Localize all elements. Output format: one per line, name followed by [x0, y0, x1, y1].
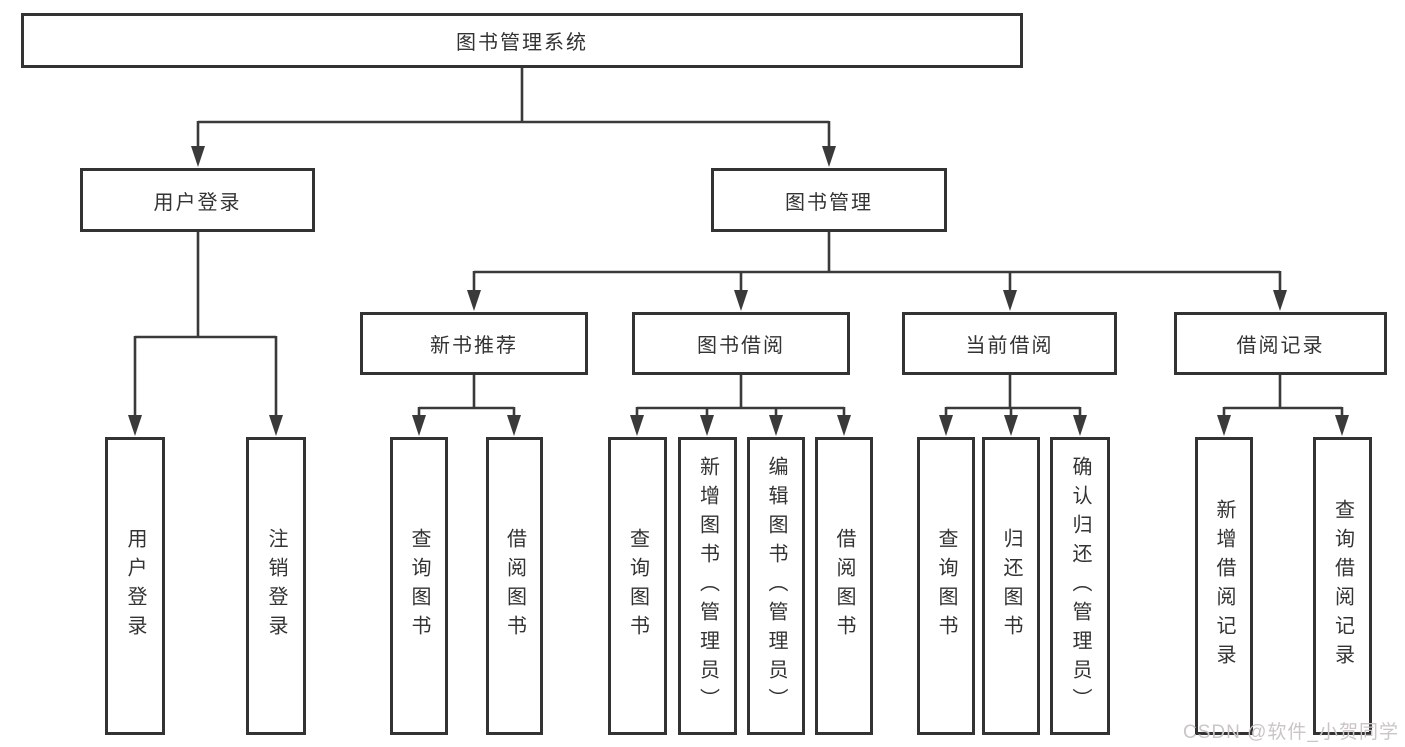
leaf-add-borrow-record-label: 新增借阅记录	[1213, 499, 1235, 673]
leaf-add-book-admin-label: 新增图书（管理员）	[696, 455, 719, 717]
leaf-query-borrow-record: 查询借阅记录	[1313, 437, 1372, 735]
leaf-confirm-return-admin-label: 确认归还（管理员）	[1069, 455, 1091, 717]
leaf-logout-label: 注销登录	[265, 528, 287, 644]
node-borrow-records: 借阅记录	[1174, 312, 1387, 375]
node-current-borrow: 当前借阅	[902, 312, 1117, 375]
leaf-logout: 注销登录	[246, 437, 306, 735]
leaf-confirm-return-admin: 确认归还（管理员）	[1050, 437, 1110, 735]
leaf-query-books-borrow-label: 查询图书	[626, 528, 649, 644]
node-book-management: 图书管理	[711, 168, 947, 232]
node-new-book-recommend: 新书推荐	[360, 312, 588, 375]
leaf-query-books-recommend-label: 查询图书	[408, 528, 430, 644]
node-root-label: 图书管理系统	[456, 32, 588, 54]
node-current-borrow-label: 当前借阅	[965, 335, 1054, 357]
leaf-query-books-recommend: 查询图书	[390, 437, 448, 735]
leaf-query-borrow-record-label: 查询借阅记录	[1331, 499, 1354, 673]
leaf-user-login: 用户登录	[105, 437, 165, 735]
csdn-watermark: CSDN @软件_小贺同学	[1183, 722, 1399, 743]
node-book-management-label: 图书管理	[785, 191, 873, 214]
leaf-borrow-books-label: 借阅图书	[833, 528, 855, 644]
leaf-query-books-current-label: 查询图书	[935, 528, 957, 644]
leaf-query-books-borrow: 查询图书	[608, 437, 667, 735]
node-user-login-label: 用户登录	[153, 191, 242, 214]
node-new-book-recommend-label: 新书推荐	[430, 335, 518, 357]
leaf-edit-book-admin: 编辑图书（管理员）	[747, 437, 805, 735]
node-book-borrow: 图书借阅	[632, 312, 850, 375]
leaf-add-borrow-record: 新增借阅记录	[1195, 437, 1253, 735]
leaf-return-books: 归还图书	[982, 437, 1040, 735]
leaf-return-books-label: 归还图书	[1000, 528, 1022, 644]
leaf-borrow-books-recommend: 借阅图书	[486, 437, 543, 735]
leaf-edit-book-admin-label: 编辑图书（管理员）	[765, 455, 787, 717]
node-user-login: 用户登录	[80, 168, 315, 232]
node-root: 图书管理系统	[21, 13, 1023, 68]
leaf-query-books-current: 查询图书	[917, 437, 975, 735]
leaf-borrow-books: 借阅图书	[815, 437, 873, 735]
leaf-add-book-admin: 新增图书（管理员）	[678, 437, 737, 735]
leaf-borrow-books-recommend-label: 借阅图书	[503, 528, 526, 644]
node-borrow-records-label: 借阅记录	[1236, 335, 1325, 357]
node-book-borrow-label: 图书借阅	[697, 335, 785, 357]
leaf-user-login-label: 用户登录	[124, 528, 146, 644]
